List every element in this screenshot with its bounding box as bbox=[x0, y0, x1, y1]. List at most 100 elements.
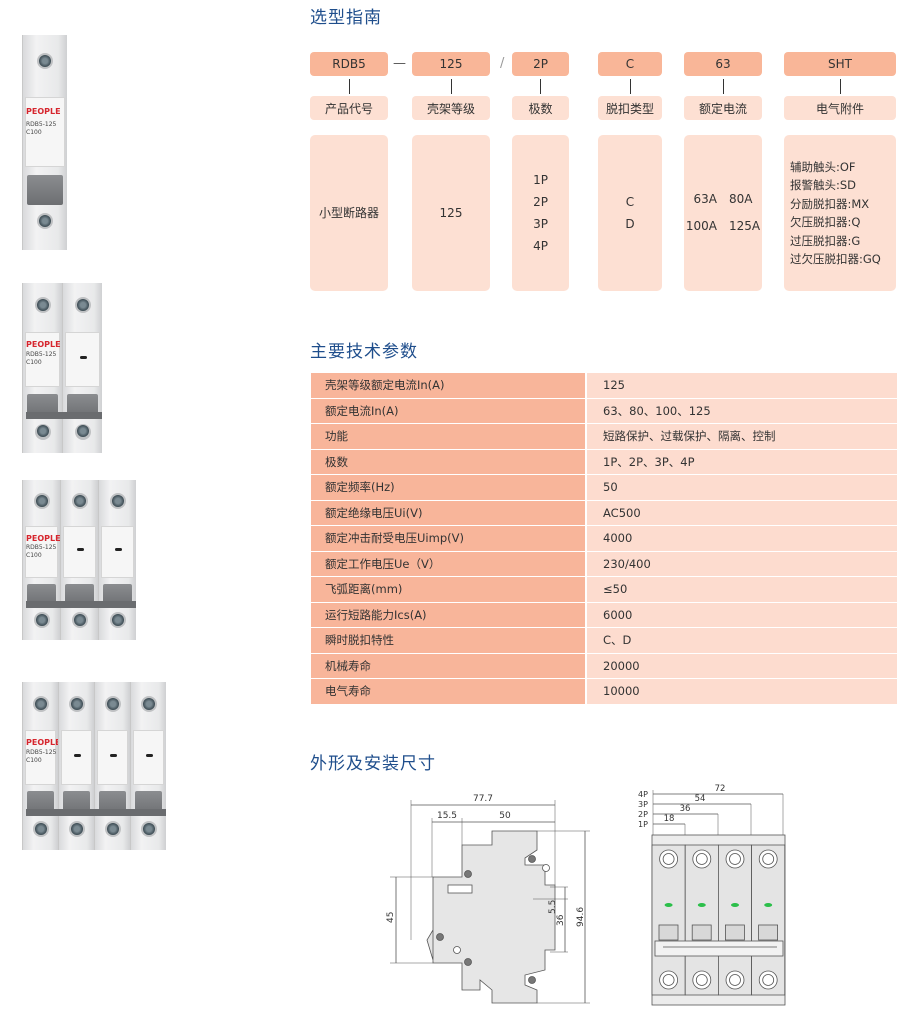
screw-icon bbox=[111, 613, 124, 626]
option-text: 1P bbox=[533, 173, 548, 187]
spec-key: 功能 bbox=[311, 424, 587, 449]
handle bbox=[691, 924, 712, 941]
front-panel bbox=[61, 730, 92, 786]
terminal-icon bbox=[725, 970, 745, 990]
front-panel bbox=[65, 332, 100, 388]
option-text: 125A bbox=[729, 219, 761, 233]
screw-icon bbox=[73, 613, 86, 626]
dim-front: 15.5 bbox=[437, 811, 457, 821]
indicator-icon bbox=[76, 548, 84, 552]
spec-key: 额定电流In(A) bbox=[311, 398, 587, 423]
model-text: RDB5-125 bbox=[26, 544, 57, 551]
connector bbox=[349, 79, 350, 94]
option-frame: 125 bbox=[412, 135, 490, 291]
option-text: 4P bbox=[533, 239, 548, 253]
indicator-icon bbox=[109, 753, 117, 757]
spec-row: 额定绝缘电压Ui(V)AC500 bbox=[311, 500, 897, 525]
option-text: 80A bbox=[729, 192, 753, 206]
indicator-icon bbox=[664, 903, 673, 907]
dim-front-height: 45 bbox=[386, 912, 396, 923]
screw-icon bbox=[39, 215, 51, 227]
spec-value: AC500 bbox=[587, 500, 897, 525]
spec-row: 额定工作电压Ue（V）230/400 bbox=[311, 551, 897, 576]
option-accessories: 辅助触头:OF 报警触头:SD 分励脱扣器:MX 欠压脱扣器:Q 过压脱扣器:G… bbox=[784, 135, 896, 291]
spec-value: 10000 bbox=[587, 679, 897, 704]
breaker-pole bbox=[98, 480, 136, 640]
handle-tie-bar bbox=[25, 601, 136, 608]
option-currents: 63A 80A 100A 125A bbox=[684, 135, 762, 291]
front-panel bbox=[25, 97, 65, 167]
connector bbox=[540, 79, 541, 94]
screw-icon bbox=[76, 425, 89, 438]
handle-tie-bar bbox=[25, 809, 166, 817]
indicator-icon bbox=[145, 753, 153, 757]
handle-tie-bar bbox=[26, 411, 102, 419]
spec-value: 50 bbox=[587, 475, 897, 500]
model-text: RDB5-125 bbox=[26, 749, 57, 757]
spec-value: C、D bbox=[587, 628, 897, 653]
option-text: 过压脱扣器:G bbox=[790, 233, 861, 248]
label-1p: 1P bbox=[638, 820, 648, 829]
screw-icon bbox=[73, 494, 86, 507]
model-text: RDB5-125 bbox=[26, 351, 57, 358]
label-poles: 极数 bbox=[512, 96, 569, 120]
terminal-screw-icon bbox=[695, 853, 708, 865]
terminal-screw-icon bbox=[729, 853, 741, 865]
screw-icon bbox=[36, 425, 49, 438]
option-text: 小型断路器 bbox=[318, 206, 379, 220]
front-panel bbox=[25, 526, 58, 579]
screw-icon bbox=[34, 822, 47, 835]
screw-icon bbox=[35, 613, 48, 626]
indicator-icon bbox=[79, 355, 87, 359]
label-3p: 3P bbox=[638, 800, 648, 809]
dim-overall-depth: 77.7 bbox=[473, 794, 493, 804]
toggle-handle bbox=[27, 584, 56, 607]
spec-key: 壳架等级额定电流Ⅰn(A) bbox=[311, 373, 587, 398]
code-current: 63 bbox=[684, 52, 762, 76]
screw-icon bbox=[111, 494, 124, 507]
terminal-icon bbox=[758, 970, 778, 990]
option-text: 辅助触头:OF bbox=[790, 159, 856, 174]
pole-outline bbox=[651, 844, 686, 996]
spec-row: 运行短路能力Ics(A)6000 bbox=[311, 602, 897, 627]
spec-key: 机械寿命 bbox=[311, 653, 587, 678]
screw-icon bbox=[70, 697, 83, 710]
handle bbox=[758, 924, 779, 941]
spec-key: 瞬时脱扣特性 bbox=[311, 628, 587, 653]
screw-icon bbox=[70, 822, 83, 835]
label-4p: 4P bbox=[638, 790, 648, 799]
dim-din-offset: 5.5 bbox=[548, 900, 558, 914]
handle bbox=[658, 924, 679, 941]
label-2p: 2P bbox=[638, 810, 648, 819]
front-panel bbox=[97, 730, 128, 786]
terminal-screw-icon bbox=[762, 974, 775, 986]
dim-3p-width: 54 bbox=[695, 794, 706, 804]
spec-key: 飞弧距离(mm) bbox=[311, 577, 587, 602]
breaker-pole bbox=[60, 480, 98, 640]
toggle-handle bbox=[65, 584, 94, 607]
terminal-screw-icon bbox=[762, 853, 775, 865]
option-text: 分励脱扣器:MX bbox=[790, 196, 870, 211]
terminal-screw-icon bbox=[695, 974, 708, 986]
option-poles: 1P 2P 3P 4P bbox=[512, 135, 569, 291]
terminal-screw-icon bbox=[729, 974, 741, 986]
dim-1p-width: 18 bbox=[664, 814, 675, 824]
toggle-handle bbox=[67, 393, 98, 418]
toggle-handle bbox=[63, 791, 90, 815]
rating-text: C100 bbox=[26, 129, 42, 136]
toggle-handle bbox=[135, 791, 162, 815]
option-text: 过欠压脱扣器:GQ bbox=[790, 252, 881, 266]
indicator-icon bbox=[731, 903, 739, 907]
spec-key: 极数 bbox=[311, 449, 587, 474]
label-trip-type: 脱扣类型 bbox=[598, 96, 662, 120]
